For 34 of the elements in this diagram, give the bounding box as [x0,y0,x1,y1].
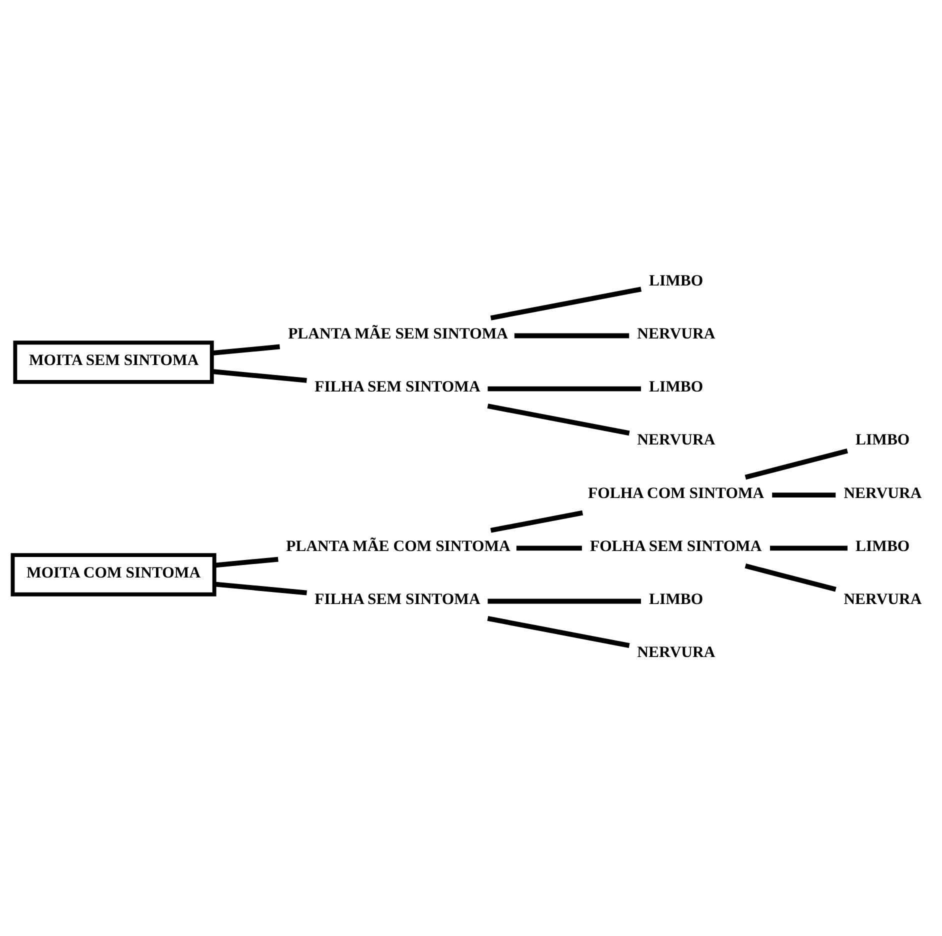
connector [212,344,280,356]
node-box: MOITA SEM SINTOMA [13,340,214,384]
node-text: NERVURA [844,590,922,608]
node-text: LIMBO [649,590,704,608]
node-text: NERVURA [637,324,716,342]
node-text: FOLHA COM SINTOMA [588,484,764,502]
connector [770,545,848,550]
node-text: PLANTA MÃE COM SINTOMA [286,537,510,554]
connector [744,448,848,480]
connector [490,286,642,320]
node-text: NERVURA [637,644,716,661]
connector [490,510,584,532]
connector [487,616,630,648]
node-text: FILHA SEM SINTOMA [314,590,480,608]
connector [516,545,582,550]
node-text: FILHA SEM SINTOMA [314,378,480,396]
node-text: FOLHA SEM SINTOMA [590,537,762,554]
connector [488,386,641,391]
node-text: NERVURA [637,431,716,448]
node-text: LIMBO [649,272,704,289]
node-text: NERVURA [844,484,922,502]
node-box: MOITA COM SINTOMA [10,552,216,596]
node-text: LIMBO [856,431,910,448]
connector [772,492,836,497]
node-text: PLANTA MÃE SEM SINTOMA [288,324,508,342]
node-text: LIMBO [649,378,704,396]
connector [214,581,307,595]
connector [514,332,630,338]
connector [488,598,641,604]
node-text: LIMBO [856,537,910,554]
connector [487,403,630,436]
connector [212,368,307,382]
connector [744,563,836,592]
connector [214,556,278,568]
